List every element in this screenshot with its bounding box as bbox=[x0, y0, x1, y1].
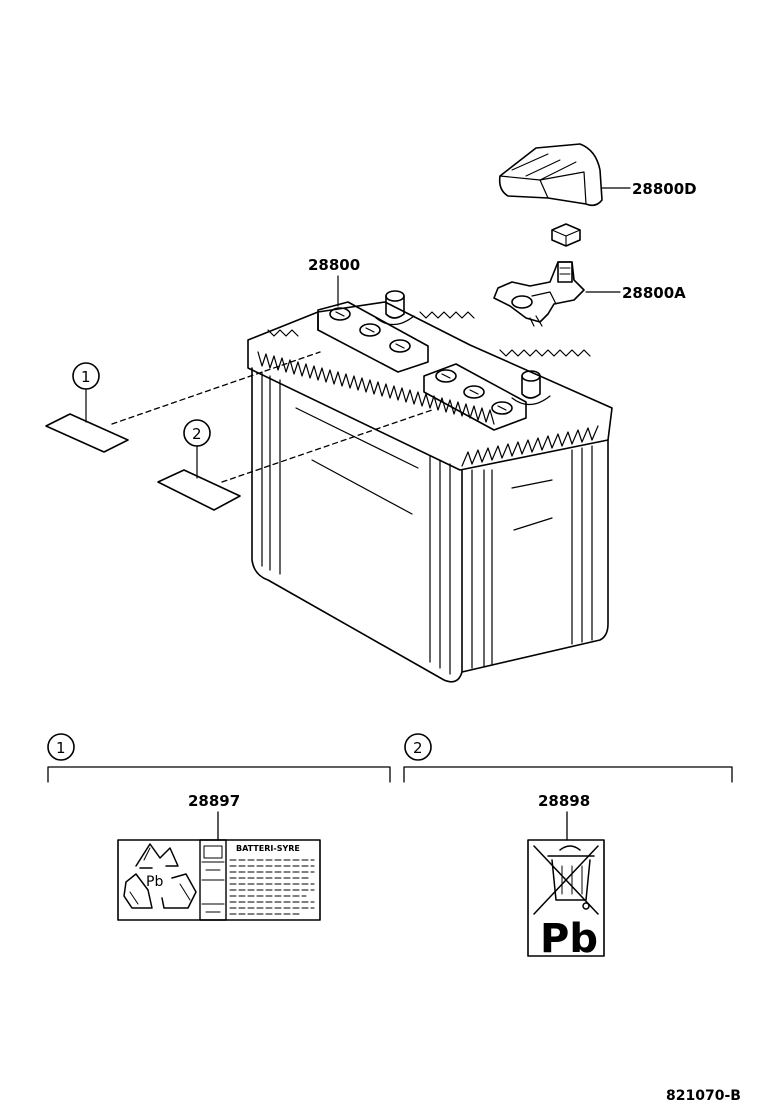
battery-terminal-post-1 bbox=[375, 290, 415, 326]
battery-illustration bbox=[247, 290, 613, 683]
battery-cap-strip-1 bbox=[317, 301, 429, 373]
label-2-detail: Pb bbox=[527, 839, 605, 962]
figure-reference: 821070-B bbox=[666, 1088, 741, 1104]
detail-1-header: 1 bbox=[47, 733, 391, 783]
battery-lid bbox=[247, 301, 613, 471]
label-1-callout: 1 bbox=[45, 351, 321, 453]
battery-case-front bbox=[251, 367, 463, 683]
battery-case-side bbox=[461, 439, 609, 673]
battery-lid-serration bbox=[257, 351, 495, 425]
label-1-part-number: 28897 bbox=[188, 792, 240, 810]
battery-face-lines bbox=[295, 407, 553, 531]
terminal-cover-illustration bbox=[498, 143, 603, 207]
terminal-clamp-part-number: 28800A bbox=[622, 284, 686, 302]
battery-lid-back-serration bbox=[267, 311, 591, 357]
label-1-detail: Pb BATTERI-SYRE bbox=[117, 839, 321, 921]
battery-lid-serration-right bbox=[461, 425, 599, 467]
svg-text:2: 2 bbox=[413, 739, 423, 757]
terminal-clamp-illustration bbox=[493, 261, 585, 327]
svg-text:Pb: Pb bbox=[540, 916, 598, 962]
battery-cap-strip-2 bbox=[423, 363, 527, 431]
recycle-icon bbox=[123, 843, 197, 909]
detail-2-header: 2 bbox=[403, 733, 733, 783]
battery-case-ribs bbox=[261, 371, 593, 675]
svg-text:Pb: Pb bbox=[146, 874, 163, 890]
svg-text:2: 2 bbox=[192, 425, 202, 443]
battery-part-number: 28800 bbox=[308, 256, 360, 274]
battery-terminal-post-2 bbox=[511, 370, 551, 406]
terminal-nut-illustration bbox=[551, 223, 581, 247]
svg-text:1: 1 bbox=[56, 739, 66, 757]
label-1-dashed-leader bbox=[111, 351, 321, 425]
crossed-bin-icon bbox=[533, 845, 599, 915]
label-2-dashed-leader bbox=[221, 409, 433, 483]
label-1-sticker bbox=[45, 413, 129, 453]
terminal-cover-part-number: 28800D bbox=[632, 180, 697, 198]
svg-text:1: 1 bbox=[81, 368, 91, 386]
label-2-sticker bbox=[157, 469, 241, 511]
label-2-part-number: 28898 bbox=[538, 792, 590, 810]
svg-text:BATTERI-SYRE: BATTERI-SYRE bbox=[236, 844, 300, 853]
label-2-callout: 2 bbox=[157, 409, 433, 511]
